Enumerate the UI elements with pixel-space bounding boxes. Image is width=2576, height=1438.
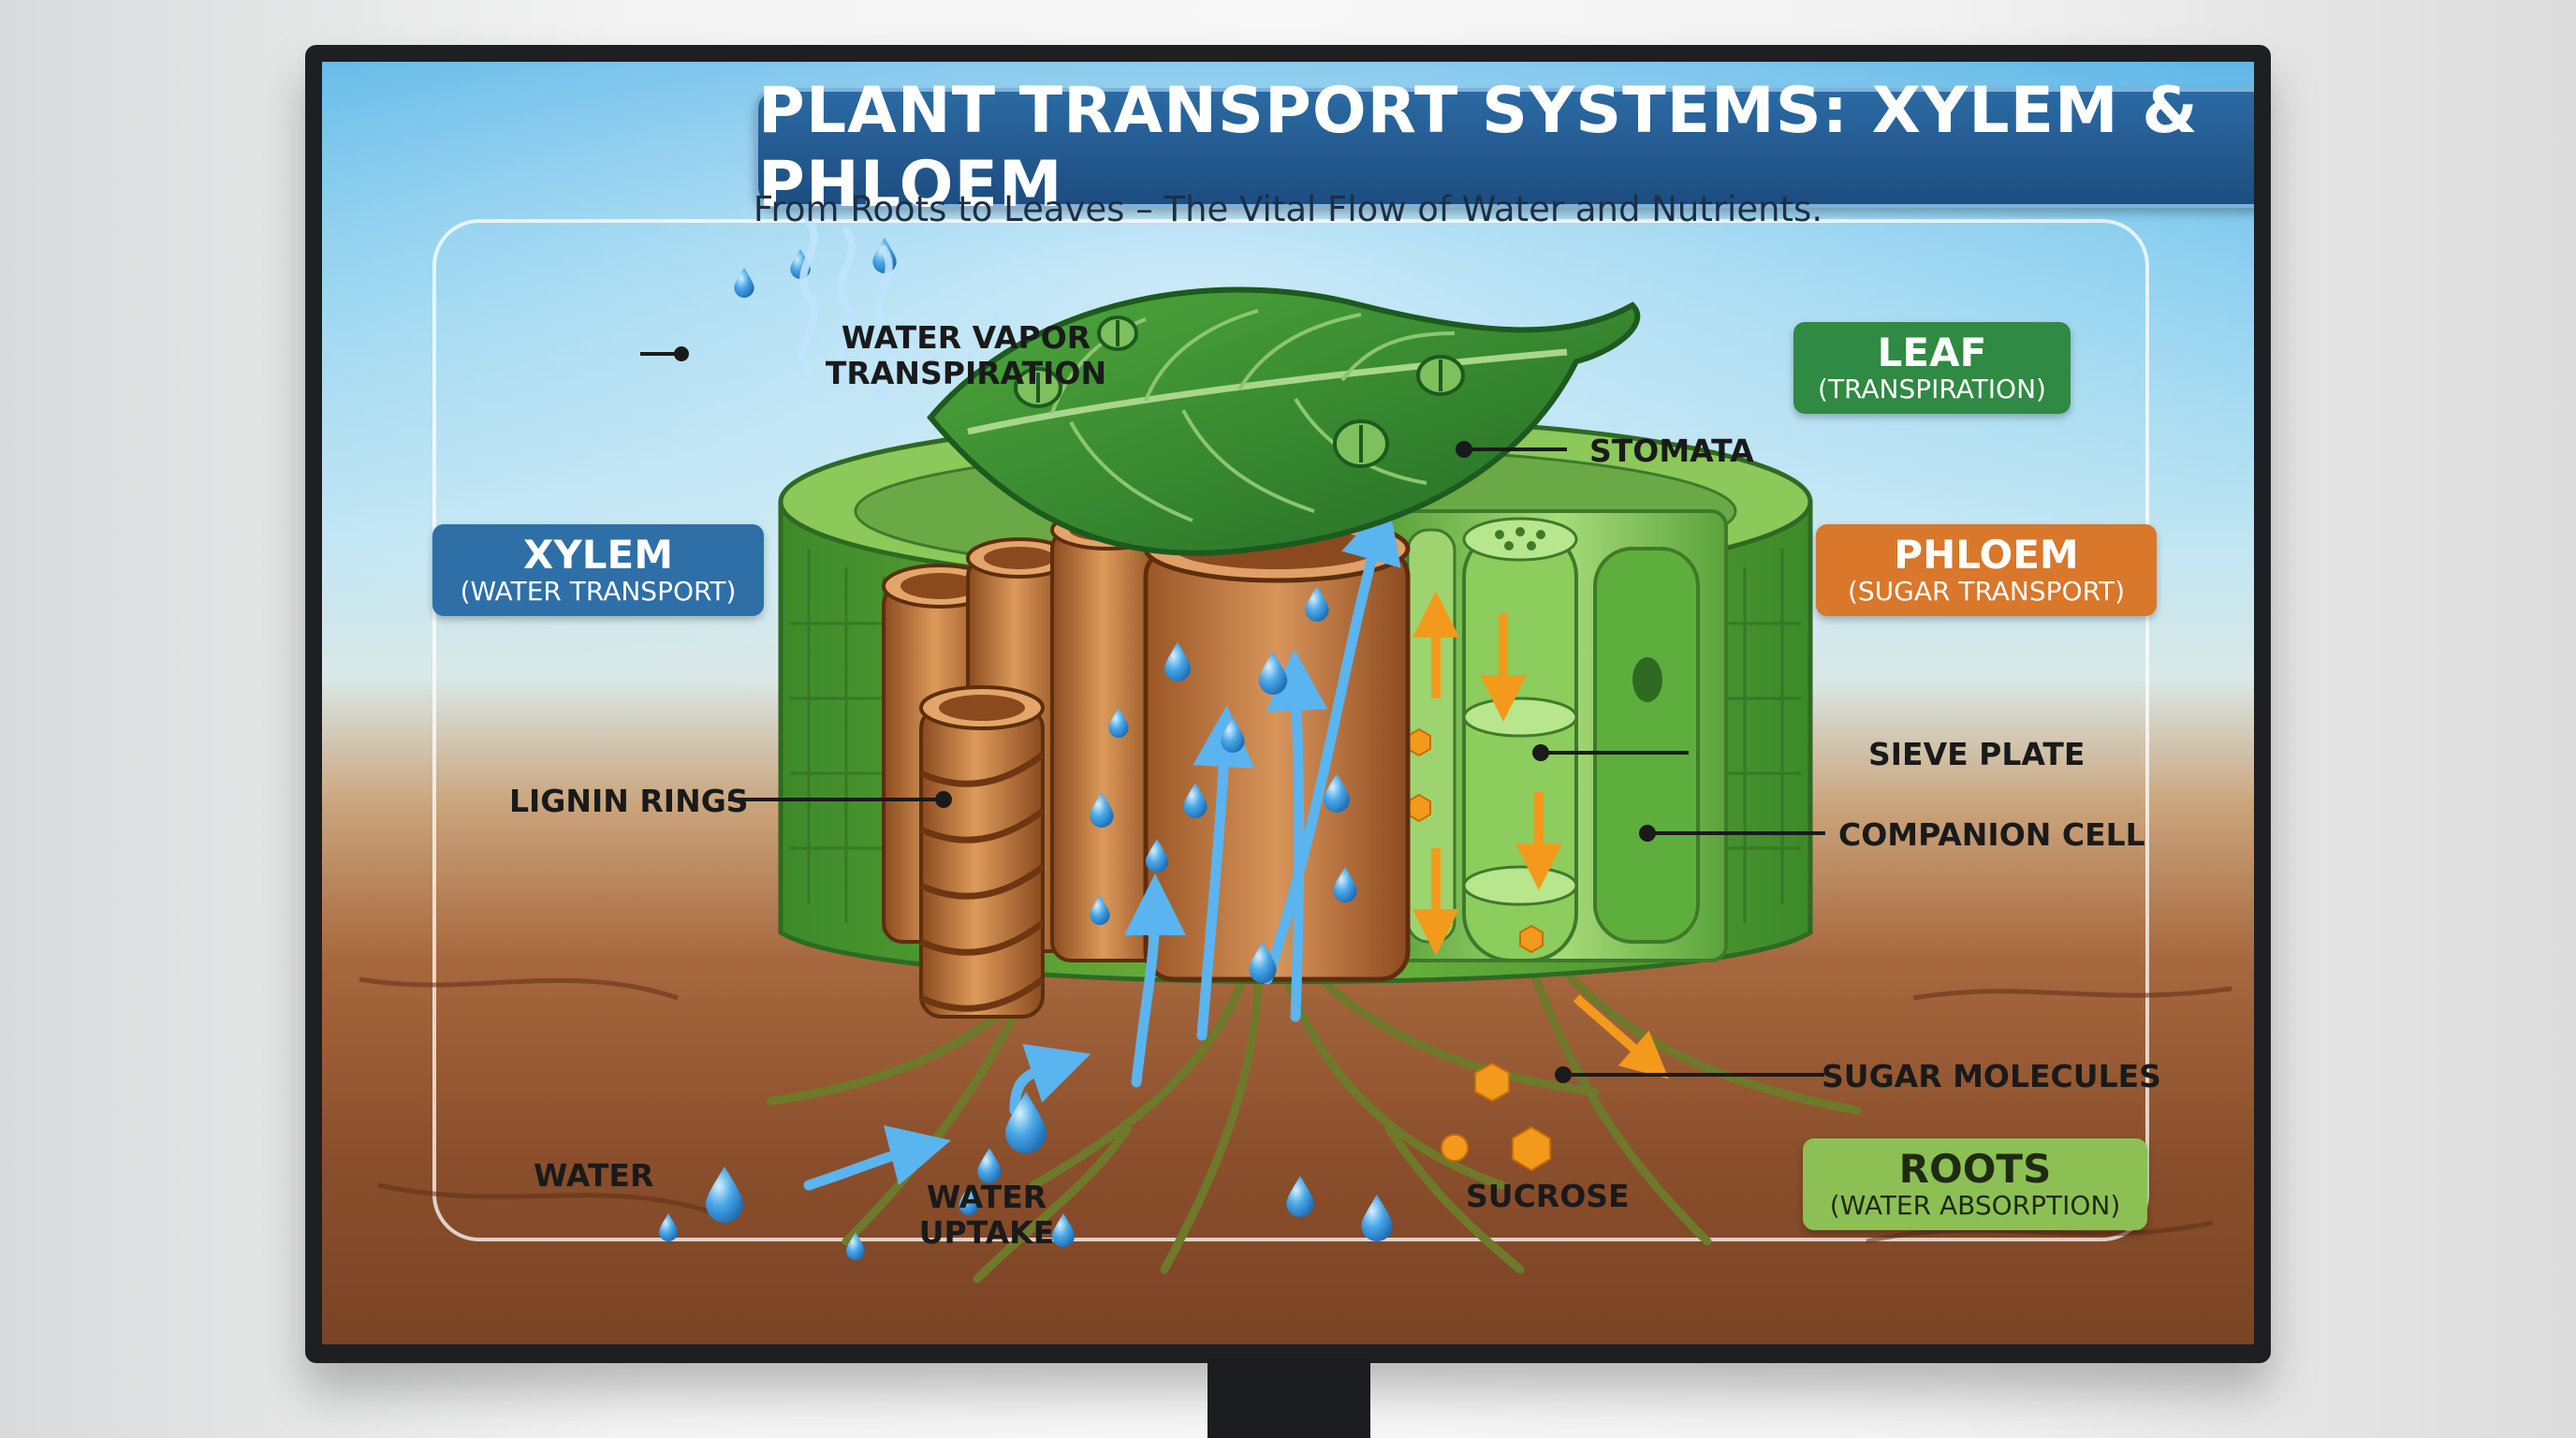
leaf-badge: LEAF (TRANSPIRATION) — [1793, 322, 2071, 414]
phloem-badge: PHLOEM (SUGAR TRANSPORT) — [1816, 524, 2157, 616]
stomata-label: STOMATA — [1589, 433, 1754, 469]
water-label: WATER — [534, 1157, 654, 1194]
title-banner: PLANT TRANSPORT SYSTEMS: XYLEM & PHLOEM — [754, 74, 2254, 222]
inner-frame — [432, 219, 2149, 1241]
callout-leaders — [640, 346, 1825, 1083]
water-vapor-label: WATER VAPOR TRANSPIRATION — [816, 320, 1116, 391]
leaf — [927, 286, 1641, 556]
sucrose-label: SUCROSE — [1466, 1178, 1630, 1214]
screen: PLANT TRANSPORT SYSTEMS: XYLEM & PHLOEM … — [322, 62, 2254, 1344]
leaf-badge-subtitle: (TRANSPIRATION) — [1818, 374, 2046, 404]
companion-cell-label: COMPANION CELL — [1838, 816, 2145, 853]
page-title: PLANT TRANSPORT SYSTEMS: XYLEM & PHLOEM — [758, 74, 2199, 222]
leaf-badge-title: LEAF — [1877, 330, 1987, 375]
companion-cell — [1593, 547, 1700, 944]
xylem-badge-subtitle: (WATER TRANSPORT) — [460, 576, 737, 607]
water-uptake-label-line1: WATER — [926, 1179, 1047, 1215]
water-uptake-label: WATER UPTAKE — [902, 1180, 1071, 1251]
water-uptake-label-line2: UPTAKE — [918, 1214, 1055, 1251]
soil-cracks — [359, 976, 2232, 1244]
roots-badge-subtitle: (WATER ABSORPTION) — [1829, 1190, 2121, 1221]
sugar-molecules-label: SUGAR MOLECULES — [1822, 1058, 2161, 1094]
phloem-badge-subtitle: (SUGAR TRANSPORT) — [1847, 576, 2126, 607]
roots-badge: ROOTS (WATER ABSORPTION) — [1803, 1138, 2147, 1230]
phloem-tissue — [1387, 509, 1728, 1172]
lignin-rings-label: LIGNIN RINGS — [509, 783, 749, 819]
roots-badge-title: ROOTS — [1898, 1146, 2052, 1192]
xylem-badge-title: XYLEM — [522, 532, 674, 578]
subtitle: From Roots to Leaves – The Vital Flow of… — [753, 189, 1823, 229]
xylem-badge: XYLEM (WATER TRANSPORT) — [432, 524, 764, 616]
water-vapor-label-line2: TRANSPIRATION — [825, 355, 1107, 391]
monitor-stand — [1208, 1359, 1370, 1438]
sugar-molecules — [1407, 727, 1551, 1172]
water-vapor-label-line1: WATER VAPOR — [841, 319, 1091, 356]
sieve-plate-label: SIEVE PLATE — [1868, 736, 2086, 772]
phloem-badge-title: PHLOEM — [1894, 532, 2079, 578]
lignin-vessel — [919, 706, 1045, 1019]
